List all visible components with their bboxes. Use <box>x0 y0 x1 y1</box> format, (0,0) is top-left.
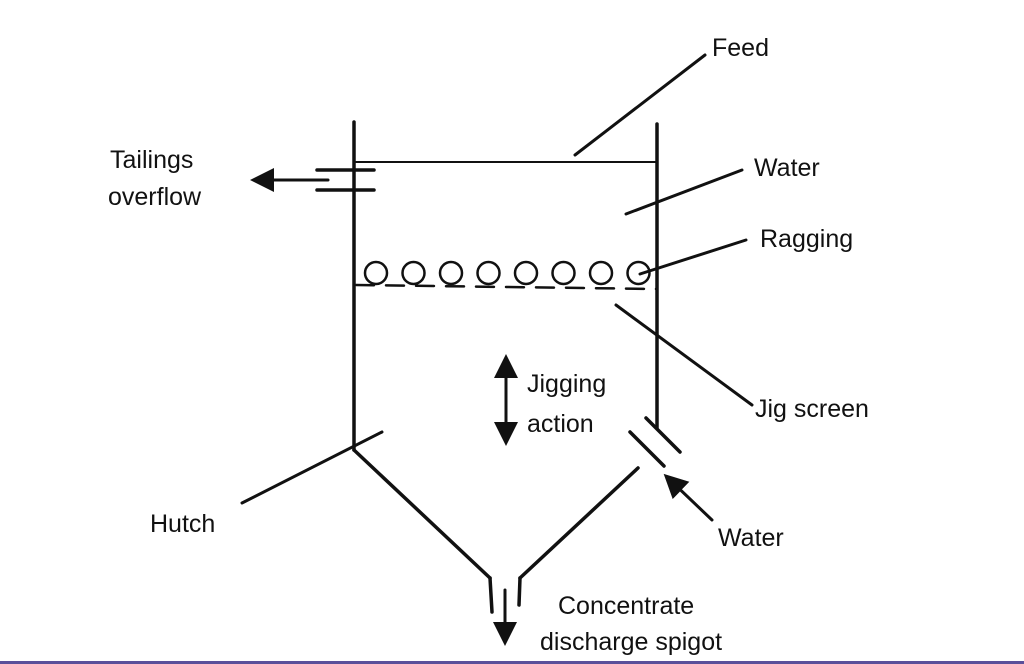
label-action: action <box>527 410 594 438</box>
label-jig-screen: Jig screen <box>755 395 869 423</box>
ragging-ball <box>476 260 501 286</box>
ragging-ball <box>363 260 389 286</box>
label-jigging: Jigging <box>527 370 607 398</box>
ragging-ball <box>401 260 426 286</box>
label-discharge-spigot: discharge spigot <box>540 628 723 656</box>
ragging-ball <box>438 260 464 286</box>
label-concentrate: Concentrate <box>558 592 695 620</box>
label-water-bottom: Water <box>718 524 784 552</box>
water-leader <box>624 168 744 216</box>
spigot-left <box>488 576 494 614</box>
label-ragging: Ragging <box>760 225 854 253</box>
jig-screen-leader <box>614 303 754 407</box>
feed-leader <box>573 53 707 157</box>
label-feed: Feed <box>712 34 769 62</box>
hutch-cone-right <box>518 466 640 580</box>
bottom-border <box>0 661 1024 664</box>
ragging-leader <box>638 238 748 276</box>
water-inlet-pipe-bottom <box>628 430 666 468</box>
water-inlet-arrow <box>663 473 714 522</box>
spigot-right <box>517 576 522 607</box>
label-tailings: Tailings <box>110 146 194 174</box>
label-overflow: overflow <box>108 183 202 211</box>
ragging-ball <box>626 260 651 286</box>
ragging-ball <box>588 260 614 286</box>
ragging-ball <box>551 260 576 286</box>
hutch-leader <box>240 430 384 505</box>
label-hutch: Hutch <box>150 510 216 538</box>
jig-screen-line <box>354 283 659 291</box>
label-water-top: Water <box>754 154 820 182</box>
ragging-ball <box>513 260 539 286</box>
hutch-cone-left <box>352 448 492 580</box>
ragging-balls <box>363 260 651 286</box>
water-inlet-pipe-top <box>644 416 682 454</box>
